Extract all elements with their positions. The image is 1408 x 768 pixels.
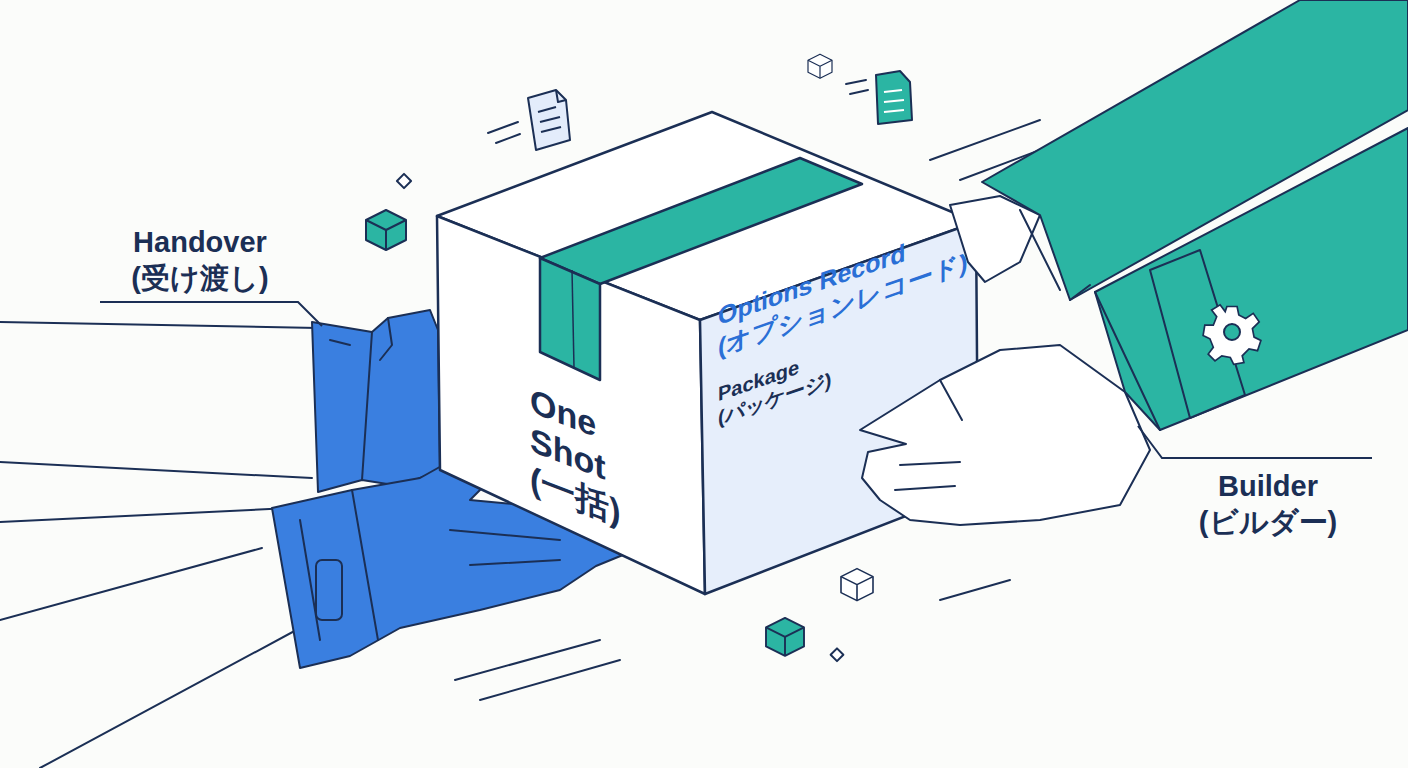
callout-label: Handover (受け渡し) — [131, 224, 268, 297]
callout-label: Builder (ビルダー) — [1199, 468, 1337, 541]
